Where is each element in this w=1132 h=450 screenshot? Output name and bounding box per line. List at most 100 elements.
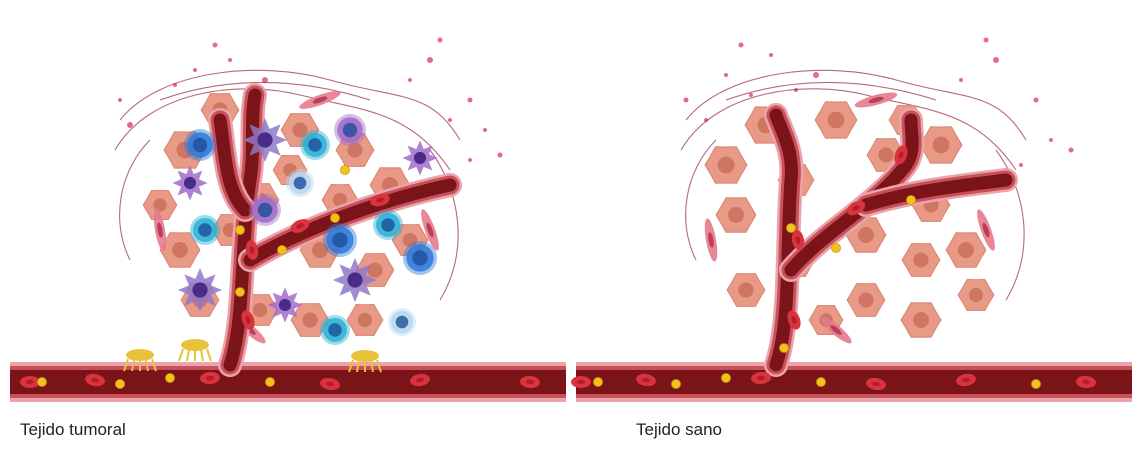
platelet [907, 196, 916, 205]
tumor-cell-nucleus [858, 227, 874, 243]
factor-dot [228, 58, 232, 62]
factor-dot [749, 93, 753, 97]
factor-dot [468, 98, 473, 103]
macrophage [172, 165, 207, 200]
macrophage [243, 118, 287, 162]
platelet [787, 224, 796, 233]
caption-healthy-tissue: Tejido sano [636, 420, 722, 440]
factor-dot [813, 72, 819, 78]
tumor-cell-nucleus [969, 288, 983, 302]
tumor-cell [847, 284, 885, 317]
tumor-cell-nucleus [738, 282, 753, 297]
immune-cell [184, 129, 216, 161]
immune-cell [403, 241, 437, 275]
tumor-tissue-illustration [0, 0, 566, 450]
macrophage-nucleus [184, 177, 196, 189]
tumor-cell [727, 274, 765, 307]
immune-cell [334, 114, 366, 146]
pericyte-process [187, 349, 189, 361]
pericyte [179, 339, 211, 361]
factor-dot [684, 98, 689, 103]
factor-dot [408, 78, 412, 82]
factor-dot [483, 128, 487, 132]
vessel-lumen [576, 370, 1132, 394]
platelet [236, 226, 245, 235]
immune-cell-nucleus [396, 316, 409, 329]
factor-dot [427, 57, 433, 63]
tumor-cell-nucleus [913, 252, 928, 267]
platelet [594, 378, 603, 387]
tumor-cell-nucleus [367, 262, 382, 277]
tumor-cell-nucleus [728, 207, 744, 223]
factor-dot [984, 38, 989, 43]
pericyte-process [201, 349, 203, 361]
immune-cell-nucleus [332, 232, 347, 247]
red-blood-cell [571, 376, 591, 388]
factor-dot [739, 43, 744, 48]
immune-cell [320, 315, 350, 345]
immune-cell [373, 210, 403, 240]
tumor-cell [958, 280, 994, 311]
immune-cell-nucleus [381, 218, 395, 232]
pericyte-process [207, 349, 211, 361]
platelet [236, 288, 245, 297]
tumor-cell-nucleus [958, 242, 974, 258]
platelet [672, 380, 681, 389]
caption-tumor-tissue: Tejido tumoral [20, 420, 126, 440]
factor-dot [724, 73, 728, 77]
fibroblast [702, 217, 719, 262]
platelet [331, 214, 340, 223]
tumor-cell-nucleus [913, 312, 929, 328]
platelet [780, 344, 789, 353]
fibroblast [853, 89, 898, 110]
tumor-cell-nucleus [858, 292, 873, 307]
tumor-cell [901, 303, 941, 338]
panel-tumor-tissue: Tejido tumoral [0, 0, 566, 450]
immune-cell [300, 130, 330, 160]
factor-dot [769, 53, 773, 57]
factor-dot [1019, 163, 1023, 167]
tumor-cell-nucleus [933, 137, 950, 154]
immune-cell [388, 308, 416, 336]
factor-dot [193, 68, 197, 72]
macrophage-nucleus [347, 272, 362, 287]
platelet [278, 246, 287, 255]
fiber [120, 140, 150, 260]
factor-dot [213, 43, 218, 48]
platelet [166, 374, 175, 383]
tumor-cell [920, 127, 962, 163]
blood-vessel [576, 115, 1132, 402]
immune-cell [249, 194, 281, 226]
macrophage [267, 287, 302, 322]
factor-dot [993, 57, 999, 63]
platelet [266, 378, 275, 387]
red-blood-cell [20, 376, 40, 388]
macrophage-nucleus [257, 132, 272, 147]
pericyte-process [179, 349, 183, 361]
factor-dot [1034, 98, 1039, 103]
tumor-cell [946, 233, 986, 268]
immune-cell-nucleus [343, 123, 357, 137]
tumor-cell-nucleus [302, 312, 317, 327]
tumor-cell [705, 147, 747, 183]
macrophage [402, 140, 437, 175]
macrophage-nucleus [279, 299, 291, 311]
factor-dot [1069, 148, 1074, 153]
tumor-cell-nucleus [358, 313, 372, 327]
immune-cell-nucleus [198, 223, 212, 237]
platelet [722, 374, 731, 383]
platelet [341, 166, 350, 175]
macrophage [178, 268, 222, 312]
panel-healthy-tissue: Tejido sano [566, 0, 1132, 450]
tumor-cell-nucleus [172, 242, 188, 258]
tumor-cell [716, 198, 756, 233]
platelet [38, 378, 47, 387]
platelet [817, 378, 826, 387]
tumor-cell-nucleus [718, 157, 735, 174]
factor-dot [127, 122, 133, 128]
immune-cell-nucleus [412, 250, 427, 265]
immune-cell-nucleus [193, 138, 207, 152]
rbc-center [577, 380, 585, 384]
factor-dot [438, 38, 443, 43]
rbc-center [26, 380, 34, 384]
